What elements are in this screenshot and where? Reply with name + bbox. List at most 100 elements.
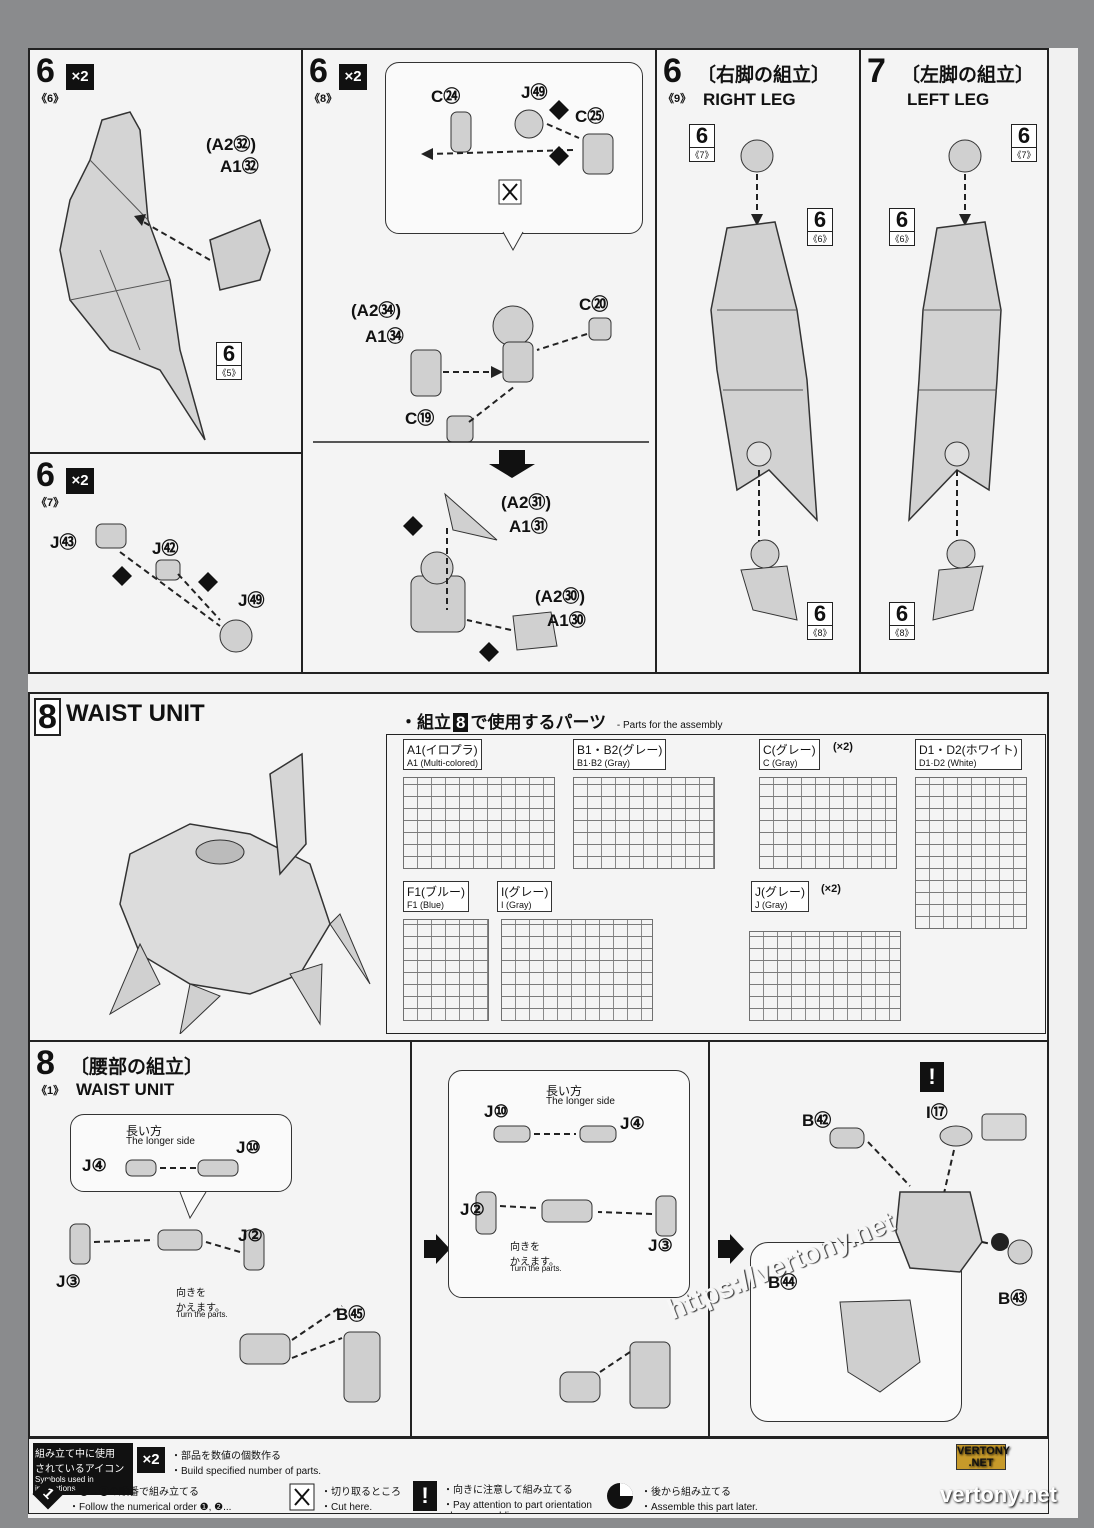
- runner-label-f1: F1(ブルー)F1 (Blue): [403, 881, 469, 912]
- step-title-en: WAIST UNIT: [76, 1080, 175, 1099]
- step-sub: 《8》: [309, 93, 338, 105]
- runner-d1-d2: [915, 777, 1027, 929]
- leg-upper-part-drawing: [59, 111, 271, 441]
- legend-item: ・切り取るところ・Cut here.: [321, 1487, 401, 1513]
- runner-b1-b2: [573, 777, 715, 869]
- longer-side-en: The longer side: [546, 1096, 615, 1107]
- parts-assembly-drawing: [313, 100, 649, 662]
- runner-label-i: I(グレー)I (Gray): [497, 881, 553, 912]
- legend-item: ・向きに注意して組み立てる・Pay attention to part orie…: [443, 1485, 592, 1513]
- step-sub: 《9》: [663, 93, 692, 105]
- step-title-en: WAIST UNIT: [66, 700, 205, 727]
- runner-c: [759, 777, 897, 869]
- step-title-en: LEFT LEG: [907, 90, 990, 109]
- runner-f1: [403, 919, 489, 1021]
- ref-tag: 6《8》: [889, 601, 915, 640]
- instruction-page: 6 《6》 ×2 (A2㉜) A1㉜ 6《5》 6 《7》 ×2 J㊸: [28, 48, 1078, 1518]
- legend-attention-icon: !: [413, 1481, 437, 1511]
- part-label: J④: [82, 1156, 107, 1175]
- step-sub: 《7》: [36, 497, 65, 509]
- longer-side-en: The longer side: [126, 1136, 195, 1147]
- waist-joint-drawing-b: [475, 1125, 677, 1409]
- panel-step-6-7: 6 《7》 ×2 J㊸ J㊷ J㊾: [28, 452, 303, 674]
- runner-label-j: J(グレー)J (Gray): [751, 881, 809, 912]
- left-leg-drawing: [908, 139, 1002, 621]
- part-label: C⑳: [579, 295, 609, 314]
- part-label: J④: [620, 1114, 645, 1133]
- runner-multiplier: (×2): [833, 741, 853, 753]
- step-number: 8: [36, 1044, 55, 1082]
- part-label: J③: [56, 1272, 81, 1291]
- turn-parts-jp: 向きを かえます。: [176, 1288, 225, 1314]
- legend-item: ・後から組み立てる・Assemble this part later.: [641, 1487, 758, 1513]
- step-sub: 《6》: [36, 93, 65, 105]
- symbols-legend: 組み立て中に使用 されているアイコン Symbols used in instr…: [28, 1438, 1049, 1514]
- attention-icon: !: [920, 1062, 944, 1092]
- ref-tag: 6《7》: [1011, 123, 1037, 162]
- part-label: J②: [460, 1200, 485, 1219]
- part-label: (A2㉚): [535, 587, 586, 606]
- ref-tag: 6《6》: [889, 207, 915, 246]
- runner-a1: [403, 777, 555, 869]
- part-label: (A2㉜): [206, 135, 257, 154]
- panel-step-6-6: 6 《6》 ×2 (A2㉜) A1㉜ 6《5》: [28, 48, 303, 454]
- step-number: 8: [34, 698, 61, 736]
- step-number: 7: [867, 52, 886, 90]
- flow-arrow-icon: [718, 1234, 744, 1264]
- part-label: J⑩: [236, 1138, 261, 1157]
- turn-parts-en: Turn the parts.: [510, 1264, 562, 1273]
- ref-tag: 6《5》: [216, 341, 242, 380]
- parts-runners-box: A1(イロプラ)A1 (Multi-colored) B1・B2(グレー)B1·…: [386, 734, 1046, 1034]
- legend-multiply-icon: ×2: [137, 1447, 165, 1473]
- longer-side-callout: [70, 1114, 292, 1192]
- part-label: J②: [238, 1226, 263, 1245]
- waist-joint-drawing-a: [69, 1159, 381, 1403]
- step-title-jp: 〔腰部の組立〕: [70, 1057, 204, 1078]
- part-label: B㊹: [768, 1273, 798, 1292]
- panel-step-6-8: 6 《8》 ×2: [301, 48, 657, 674]
- part-label: I⑰: [926, 1103, 948, 1122]
- ref-tag: 6《7》: [689, 123, 715, 162]
- part-label: (A2㉛): [501, 493, 552, 512]
- runner-label-d1-d2: D1・D2(ホワイト)D1·D2 (White): [915, 739, 1022, 770]
- scissors-icon: [289, 1483, 315, 1511]
- legend-item: ・部品を数値の個数作る・Build specified number of pa…: [171, 1451, 322, 1477]
- multiplier-badge: ×2: [66, 468, 94, 494]
- step-sub: 《1》: [36, 1085, 65, 1097]
- runner-label-c: C(グレー)C (Gray): [759, 739, 820, 770]
- step-title-jp: 〔右脚の組立〕: [697, 65, 831, 86]
- runner-j: [749, 931, 901, 1021]
- part-label: J㊾: [521, 83, 548, 102]
- assembly-callout-b: [448, 1070, 690, 1298]
- step-number: 6: [36, 456, 55, 494]
- turn-parts-jp: 向きを かえます。: [510, 1242, 559, 1268]
- panel-step-8-1-waist-assembly: 8 〔腰部の組立〕 《1》 WAIST UNIT 長い方 The longer …: [28, 1040, 1049, 1438]
- longer-side-jp: 長い方: [546, 1084, 583, 1098]
- flow-arrow-icon: [424, 1234, 450, 1264]
- part-label: B㊸: [998, 1289, 1028, 1308]
- waist-frame-drawing-c: [829, 1113, 1033, 1393]
- ref-tag: 6《6》: [807, 207, 833, 246]
- later-icon: [607, 1483, 633, 1509]
- part-label: J㊾: [238, 591, 265, 610]
- part-label: C㉔: [431, 87, 461, 106]
- multiplier-badge: ×2: [66, 64, 94, 90]
- longer-side-jp: 長い方: [126, 1124, 163, 1138]
- runner-label-a1: A1(イロプラ)A1 (Multi-colored): [403, 739, 483, 770]
- part-label: A1㉛: [509, 517, 548, 536]
- part-label: A1㉚: [547, 611, 586, 630]
- multiplier-badge: ×2: [339, 64, 367, 90]
- ref-tag: 6《8》: [807, 601, 833, 640]
- step-number: 6: [36, 52, 55, 90]
- legend-item: ・❶→❷の順番で組み立てる・Follow the numerical order…: [69, 1487, 232, 1513]
- waist-unit-drawing: [108, 752, 371, 1034]
- runner-i: [501, 919, 653, 1021]
- watermark-bottom: vertony.net: [940, 1482, 1057, 1507]
- part-label: J⑩: [484, 1102, 509, 1121]
- part-label: A1㉜: [220, 157, 259, 176]
- part-label: C⑲: [405, 409, 435, 428]
- panel-step-6-9-right-leg: 6 〔右脚の組立〕 《9》 RIGHT LEG 6《7》 6《6》 6《8》: [655, 48, 861, 674]
- part-label: B㊷: [802, 1111, 832, 1130]
- runner-multiplier: (×2): [821, 883, 841, 895]
